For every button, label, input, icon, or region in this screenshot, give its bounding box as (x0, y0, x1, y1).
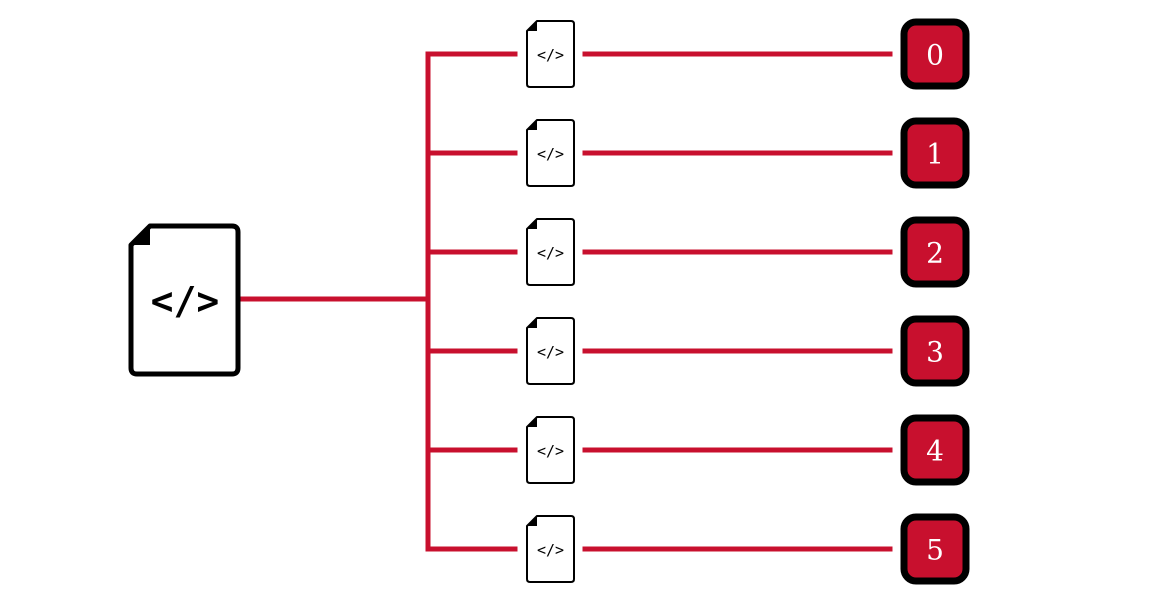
badge-background (900, 216, 970, 288)
branch-row: </> 1 (425, 117, 970, 189)
branch-file-node: </> (526, 317, 575, 385)
badge-background (900, 117, 970, 189)
root-node: </> (128, 223, 241, 377)
index-badge: 5 (900, 513, 970, 585)
page-fold-icon (527, 318, 537, 328)
index-badge: 3 (900, 315, 970, 387)
branch-code-glyph: </> (537, 343, 564, 361)
branch-file-node: </> (526, 119, 575, 187)
index-badge: 0 (900, 18, 970, 90)
badge-label: 1 (926, 138, 944, 171)
page-fold-icon (527, 219, 537, 229)
code-file-icon (526, 119, 575, 187)
branch-row: </> 2 (425, 216, 970, 288)
branch-code-glyph: </> (537, 244, 564, 262)
badge-background (900, 18, 970, 90)
branch-row: </> 3 (425, 315, 970, 387)
page-fold-icon (527, 516, 537, 526)
badge-label: 0 (926, 39, 944, 72)
branch-file-node: </> (526, 416, 575, 484)
code-file-icon (526, 317, 575, 385)
page-fold-icon (527, 21, 537, 31)
branch-file-node: </> (526, 515, 575, 583)
branch-row: </> 0 (425, 18, 970, 90)
code-file-icon (128, 223, 241, 377)
branch-code-glyph: </> (537, 541, 564, 559)
code-file-icon (526, 20, 575, 88)
code-file-icon (526, 218, 575, 286)
branch-code-glyph: </> (537, 442, 564, 460)
badge-background (900, 315, 970, 387)
branch-code-glyph: </> (537, 145, 564, 163)
page-fold-icon (527, 120, 537, 130)
badge-background (900, 414, 970, 486)
page-fold-icon (527, 417, 537, 427)
branch-file-node: </> (526, 20, 575, 88)
code-file-icon (526, 416, 575, 484)
index-badge: 4 (900, 414, 970, 486)
branch-row: </> 5 (425, 513, 970, 585)
branch-code-glyph: </> (537, 46, 564, 64)
badge-label: 2 (926, 237, 944, 270)
badge-label: 3 (926, 336, 944, 369)
index-badge: 2 (900, 216, 970, 288)
branches: </> 0 </> 1 </> 2 </> 3 </> 4 </> 5 (425, 18, 970, 585)
badge-label: 4 (926, 435, 944, 468)
branch-file-node: </> (526, 218, 575, 286)
index-badge: 1 (900, 117, 970, 189)
branch-row: </> 4 (425, 414, 970, 486)
badge-background (900, 513, 970, 585)
page-fold-icon (131, 226, 150, 245)
code-file-icon (526, 515, 575, 583)
badge-label: 5 (926, 534, 944, 567)
root-code-glyph: </> (151, 279, 220, 323)
